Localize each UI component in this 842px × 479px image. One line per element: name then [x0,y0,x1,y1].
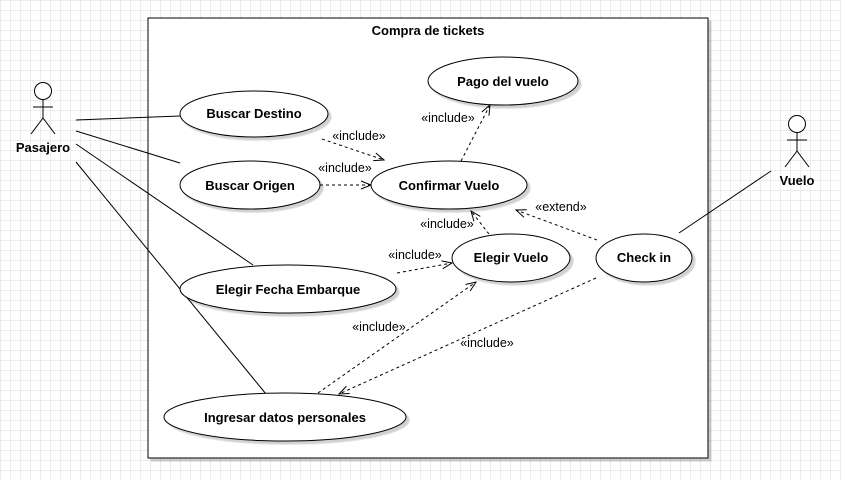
include-checkin-datos-label: «include» [460,336,514,350]
actor-right-leg [42,117,56,135]
assoc-pasajero-elegir-fecha[interactable] [75,143,254,266]
use-case-check-in[interactable]: Check in [595,233,693,283]
use-case-label: Ingresar datos personales [204,410,366,425]
use-case-label: Check in [617,250,671,265]
assoc-pasajero-ingresar-datos[interactable] [75,161,267,395]
include-destino-label: «include» [332,129,386,143]
assoc-pasajero-buscar-origen[interactable] [75,130,181,164]
include-checkin-datos-arrow[interactable] [339,277,597,394]
associations [75,115,772,395]
include-pago-arrow[interactable] [460,105,490,162]
actor-vuelo[interactable] [784,115,810,168]
include-fecha-label: «include» [388,248,442,262]
use-case-ellipse[interactable] [163,392,407,442]
use-case-ellipse[interactable] [179,264,397,314]
include-destino-arrow[interactable] [321,138,384,160]
use-case-buscar-origen[interactable]: Buscar Origen [179,160,321,210]
extend-checkin-label: «extend» [535,200,586,214]
include-datos-elegir-arrow[interactable] [317,282,476,394]
use-case-label: Confirmar Vuelo [399,178,500,193]
actor-vuelo-label: Vuelo [780,173,815,188]
use-case-ellipse[interactable] [179,90,329,138]
use-case-label: Pago del vuelo [457,74,549,89]
actor-left-leg [784,150,798,168]
dependencies [317,105,598,394]
use-case-label: Buscar Destino [206,106,301,121]
use-case-ellipse[interactable] [451,233,571,283]
use-case-pago-vuelo[interactable]: Pago del vuelo [427,56,579,106]
use-case-label: Buscar Origen [205,178,295,193]
use-case-buscar-destino[interactable]: Buscar Destino [179,90,329,138]
include-elegir-confirmar-label: «include» [420,217,474,231]
assoc-pasajero-buscar-destino[interactable] [75,115,181,121]
system-title: Compra de tickets [372,23,485,38]
actor-left-leg [30,117,44,135]
use-case-ellipse[interactable] [595,233,693,283]
extend-checkin-arrow[interactable] [516,210,598,241]
actor-head [788,115,806,133]
use-case-elegir-fecha[interactable]: Elegir Fecha Embarque [179,264,397,314]
use-case-ingresar-datos[interactable]: Ingresar datos personales [163,392,407,442]
actor-right-leg [796,150,810,168]
include-pago-label: «include» [421,111,475,125]
actor-head [34,82,52,100]
use-case-label: Elegir Fecha Embarque [216,282,361,297]
actor-pasajero[interactable] [30,82,56,135]
assoc-vuelo-check-in[interactable] [678,170,772,234]
use-case-ellipse[interactable] [179,160,321,210]
include-elegir-confirmar-arrow[interactable] [471,211,490,235]
use-case-elegir-vuelo[interactable]: Elegir Vuelo [451,233,571,283]
use-case-label: Elegir Vuelo [474,250,549,265]
use-case-confirmar-vuelo[interactable]: Confirmar Vuelo [370,160,528,210]
actor-pasajero-label: Pasajero [16,140,70,155]
include-datos-elegir-label: «include» [352,320,406,334]
use-case-ellipse[interactable] [370,160,528,210]
use-case-ellipse[interactable] [427,56,579,106]
include-origen-label: «include» [318,161,372,175]
